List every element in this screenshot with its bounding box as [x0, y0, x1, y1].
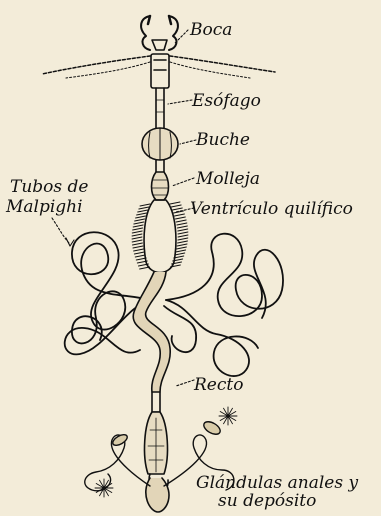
label-tubos-line2: Malpighi — [5, 197, 83, 217]
label-esofago: Esófago — [191, 91, 261, 111]
label-molleja: Molleja — [195, 169, 260, 189]
label-tubos-line1: Tubos de — [10, 177, 88, 197]
intestine — [133, 272, 170, 392]
label-boca: Boca — [189, 20, 232, 40]
esophagus-tube — [151, 54, 169, 128]
malpighian-tubules — [65, 232, 283, 376]
crop-organ — [142, 128, 178, 172]
ventriculus-organ — [132, 200, 188, 273]
gizzard-organ — [152, 172, 169, 200]
label-glandulas-line2: su depósito — [218, 491, 316, 511]
label-buche: Buche — [195, 130, 250, 150]
label-ventriculo: Ventrículo quilífico — [190, 199, 353, 219]
head-mouthparts — [141, 16, 178, 50]
label-recto: Recto — [193, 375, 243, 395]
label-glandulas-line1: Glándulas anales y — [196, 473, 358, 493]
rectum — [145, 392, 169, 512]
